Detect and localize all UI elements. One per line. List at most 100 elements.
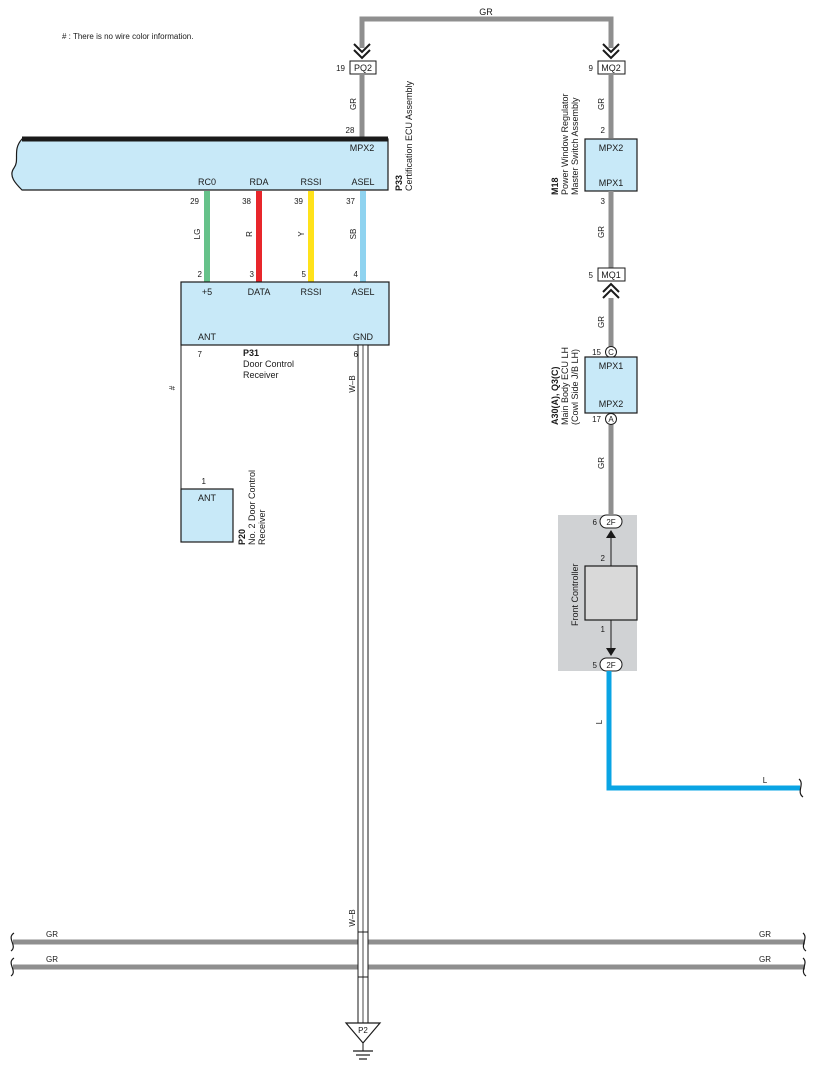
mq1-pin: 5 [589,271,594,280]
l-wire: L L [595,671,804,798]
wire-color-note: # : There is no wire color information. [62,32,193,41]
m18-name-line2: Master Switch Assembly [570,97,580,195]
m18-label-mpx1: MPX1 [599,178,624,188]
p33-name: Certification ECU Assembly [404,80,414,191]
signal-wires: 29 38 39 37 LG R Y SB 2 3 5 4 [190,191,366,282]
p33-pin-rda: 38 [242,197,251,206]
pq2-chevron-icon-2 [353,49,371,60]
bus-line-1-right-label: GR [759,930,771,939]
p33-pin-label-asel: ASEL [351,177,374,187]
a30-bottom-pin: 17 [592,415,601,424]
l-wire-vertical-label: L [595,719,604,724]
p31-label-data: DATA [248,287,271,297]
p33-pin-label-rc0: RC0 [198,177,216,187]
bus-line-1-break-left [10,932,15,952]
p33-pin-asel: 37 [346,197,355,206]
m18-power-window-master-switch: MPX2 MPX1 M18 Power Window Regulator Mas… [550,93,638,195]
p31-code: P31 [243,348,259,358]
j2f-top-box [599,514,623,529]
a30-code: A30(A), Q3(C) [550,366,560,425]
p31-label-rssi: RSSI [300,287,321,297]
p2-triangle [344,1022,382,1044]
p33-body [11,138,389,191]
a30-name-line2: (Cowl Side J/B LH) [570,349,580,425]
p33-mpx2-label: MPX2 [350,143,375,153]
p33-certification-ecu: MPX2 RC0 RDA RSSI ASEL P33 Certification… [11,80,414,191]
j2f-bottom-pin: 5 [593,661,598,670]
a30-label-mpx2: MPX2 [599,399,624,409]
a30-label-mpx1: MPX1 [599,361,624,371]
m18-lower-wire-label: GR [597,226,606,238]
ground-wire-label-bottom: W–B [348,909,357,926]
m18-label-mpx2: MPX2 [599,143,624,153]
a30-lower-wire-label: GR [597,457,606,469]
j2f-top-pin: 6 [593,518,598,527]
p31-label-ant: ANT [198,332,217,342]
top-gr-wire: GR [359,7,614,48]
p31-pin-data: 3 [250,270,255,279]
a30-bottom-tag-circle [605,413,617,425]
front-controller-box [584,565,638,621]
bus-line-2-left-label: GR [46,955,58,964]
p31-pin-ant: 7 [198,350,203,359]
a30-upper-wire-label: GR [597,316,606,328]
l-wire-horizontal-label: L [763,776,768,785]
front-controller-name: Front Controller [570,563,580,626]
mq1-chevron-icon-2 [602,288,620,299]
bus-line-2-right-label: GR [759,955,771,964]
p31-name-line2: Receiver [243,370,279,380]
controller-pin-bottom: 1 [601,625,606,634]
p31-body [180,281,390,346]
j2f-top-code: 2F [606,518,615,527]
p2-code: P2 [358,1026,368,1035]
p20-name-line1: No. 2 Door Control [247,470,257,545]
p20-code: P20 [237,529,247,545]
p20-body [180,488,234,543]
top-gr-wire-path [359,16,614,48]
a30-name-line1: Main Body ECU LH [560,347,570,425]
m18-name-line1: Power Window Regulator [560,93,570,195]
p33-pin-rc0: 29 [190,197,199,206]
p20-label-ant: ANT [198,493,217,503]
p31-pin-plus5: 2 [198,270,203,279]
m18-upper-wire-label: GR [597,98,606,110]
ground-wire: 6 W–B W–B [348,344,369,1024]
a30-main-body-ecu: C 15 MPX1 MPX2 A 17 A30(A), Q3(C) Main B… [550,346,638,425]
arrow-up-icon [606,530,616,538]
p33-pin-label-rssi: RSSI [300,177,321,187]
controller-pin-top: 2 [601,554,606,563]
p31-pin-rssi: 5 [302,270,307,279]
bus-line-2: GR GR [10,955,807,977]
p31-label-asel: ASEL [351,287,374,297]
pq2-chevron-icon [353,43,371,54]
p20-pin: 1 [202,477,207,486]
wire-sb-label: SB [349,229,358,240]
p33-mpx2-pin: 28 [346,126,355,135]
bus-line-2-break-right [802,957,807,977]
l-wire-break [798,778,804,798]
bus-line-2-break-left [10,957,15,977]
ant-wire-label: # [168,385,177,390]
p33-mpx2-wire-label: GR [349,98,358,110]
wire-lg-label: LG [193,229,202,240]
a30-bottom-tag: A [608,415,614,424]
mq1-chevron-icon [602,282,620,293]
wire-r-label: R [245,231,254,237]
a30-top-tag: C [608,348,614,357]
p33-pin-rssi: 39 [294,197,303,206]
ground-wire-label-top: W–B [348,375,357,392]
mq2-code: MQ2 [601,63,621,73]
wire-y-label: Y [297,231,306,237]
pq2-code: PQ2 [354,63,372,73]
p2-ground-point: P2 [344,1022,382,1060]
p31-pin-gnd: 6 [354,350,359,359]
p33-pin-label-rda: RDA [249,177,268,187]
mq2-pin: 9 [589,64,594,73]
m18-code: M18 [550,177,560,195]
p20-door-control-receiver: ANT P20 No. 2 Door Control Receiver [180,470,267,545]
top-wire-label: GR [479,7,493,17]
m18-bottom-pin: 3 [601,197,606,206]
p31-pin-asel: 4 [354,270,359,279]
a30-body [584,356,638,414]
